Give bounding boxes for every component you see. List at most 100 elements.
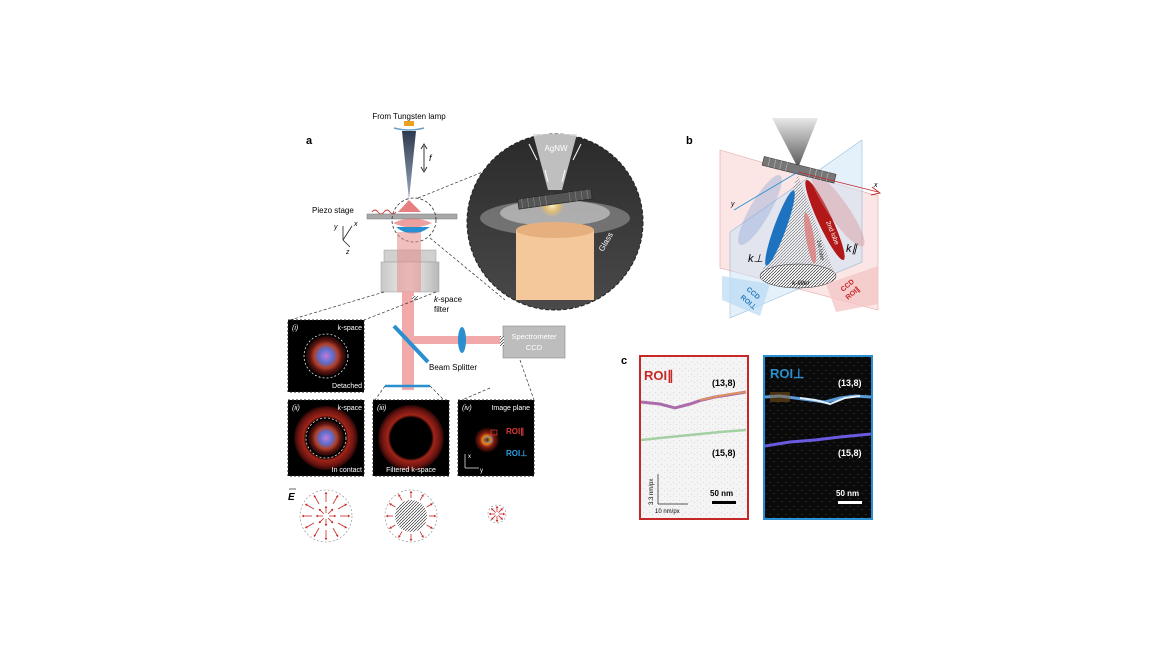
roi-parallel-scalebar	[712, 501, 736, 504]
field-arrowhead	[330, 520, 334, 524]
field-arrowhead	[348, 514, 350, 518]
field-arrowhead	[495, 520, 499, 522]
subpanel-iv-id: (iv)	[462, 405, 472, 412]
ccd-parallel-screen	[826, 266, 878, 312]
roi-perp-mode-13-8: (13,8)	[838, 378, 862, 388]
panel-a-letter: a	[306, 135, 313, 147]
roi-perp-mode-15-8: (15,8)	[838, 448, 862, 458]
field-arrowhead	[489, 512, 491, 516]
field-arrowhead	[324, 506, 328, 508]
subpanel-iv-axis-y: y	[480, 468, 483, 474]
field-boundary	[299, 489, 353, 543]
subpanel-i-caption: Detached	[332, 383, 362, 390]
lamp-icon	[404, 121, 414, 126]
roi-perp-scale-label: 50 nm	[836, 489, 859, 498]
spectrometer-box	[502, 325, 566, 359]
stage-vibration-icon	[371, 209, 397, 215]
field-arrowhead	[344, 525, 347, 529]
subpanel-ii-id: (ii)	[292, 405, 300, 412]
roi-parallel-mode-13-8: (13,8)	[712, 378, 736, 388]
field-arrowhead	[409, 539, 413, 541]
field-arrowhead	[335, 495, 339, 498]
field-arrowhead	[389, 503, 392, 506]
illumination-cone-b	[772, 118, 818, 168]
subpanel-ii-title: k-space	[337, 405, 362, 412]
field-arrowhead	[344, 503, 347, 507]
k-perp-label: k⊥	[748, 253, 763, 265]
objective-column	[516, 230, 594, 300]
panel-c: c ROI∥ (13,8) (15,8) 3.3 nm/px 10 nm/px …	[621, 355, 873, 520]
x-axis-b	[797, 171, 879, 193]
sample-inset: AgNW Glass	[466, 133, 644, 311]
field-arrowhead	[318, 520, 322, 524]
spectrometer-label: Spectrometer	[511, 332, 557, 341]
y-axis-b	[733, 171, 799, 211]
illumination-cone	[402, 131, 416, 200]
parallel-lobe-1st	[804, 212, 816, 264]
subpanel-iii-id: (iii)	[377, 405, 386, 412]
kspace-filter	[412, 296, 418, 300]
field-arrowhead	[430, 526, 433, 529]
field-arrowhead	[503, 512, 505, 516]
kfilter-label-line2: filter	[434, 305, 449, 314]
field-arrowhead	[316, 514, 318, 518]
field-arrowhead	[421, 494, 424, 497]
subpanel-iv-roi-parallel: ROI∥	[506, 427, 524, 436]
field-arrowhead	[430, 503, 433, 506]
inset-wire-label: AgNW	[544, 144, 568, 153]
subpanel-iv-title: Image plane	[491, 405, 530, 412]
axis-x-label-b: x	[873, 182, 878, 189]
field-arrowhead	[434, 514, 436, 518]
subpanel-i-id: (i)	[292, 325, 298, 332]
roi-perp-image: ROI⊥ (13,8) (15,8) 50 nm	[763, 355, 873, 520]
field-arrowhead	[495, 506, 499, 508]
lamp-label: From Tungsten lamp	[372, 112, 446, 121]
lobe-1st-label: 1st lobe	[815, 239, 825, 261]
field-arrowhead	[421, 535, 424, 538]
field-boundary	[384, 489, 438, 543]
condenser-beam	[533, 134, 577, 190]
subpanel-iii: (iii) Filtered k-space	[372, 399, 450, 477]
field-pattern-filtered	[384, 489, 438, 543]
k-parallel-label: k∥	[846, 243, 859, 255]
beamsplitter-label: Beam Splitter	[429, 363, 477, 372]
roi-parallel-image: ROI∥ (13,8) (15,8) 3.3 nm/px 10 nm/px 50…	[639, 355, 749, 520]
field-arrowhead	[305, 503, 308, 507]
perp-lobe	[765, 190, 795, 266]
field-arrowhead	[500, 517, 503, 520]
subpanel-i: (i) k-space Detached	[287, 319, 365, 393]
field-arrowhead	[324, 492, 328, 494]
subpanel-i-title: k-space	[337, 325, 362, 332]
silver-nanowire	[517, 188, 593, 210]
zoom-circle	[391, 197, 437, 243]
field-arrowhead	[500, 508, 503, 511]
k-cone	[762, 175, 834, 282]
subpanel-iv-axis-x: x	[468, 454, 471, 460]
x-pixel-scale: 10 nm/px	[655, 509, 680, 515]
field-arrowhead	[313, 534, 317, 537]
roi-parallel-scale-label: 50 nm	[710, 489, 733, 498]
beam-in-objective	[397, 232, 421, 292]
subpanel-iii-caption: Filtered k-space	[386, 467, 436, 474]
piezo-stage	[366, 213, 458, 220]
field-boundary	[487, 504, 507, 524]
subpanel-iv-roi-perp: ROI⊥	[506, 449, 527, 458]
panel-a: a From Tungsten lamp f Piezo stage y x z	[287, 112, 644, 543]
y-pixel-scale: 3.3 nm/px	[649, 479, 655, 505]
nanowire-b	[761, 156, 837, 184]
condenser-lens-icon	[393, 127, 425, 131]
beam-splitter	[392, 324, 430, 364]
axis-x-label: x	[353, 221, 358, 228]
field-arrowhead	[491, 508, 494, 511]
subpanel-ii-caption: In contact	[332, 467, 362, 474]
axis-y-label: y	[333, 224, 338, 231]
parallel-lobe-2nd	[805, 180, 845, 260]
field-arrowhead	[335, 534, 339, 537]
axis-z-label: z	[345, 249, 350, 256]
illumination-arrows	[528, 143, 582, 183]
stage-label: Piezo stage	[312, 206, 354, 215]
kfilter-label: k-space	[434, 295, 463, 304]
field-symbol: E	[288, 492, 295, 503]
k-filter-disk	[759, 263, 837, 289]
